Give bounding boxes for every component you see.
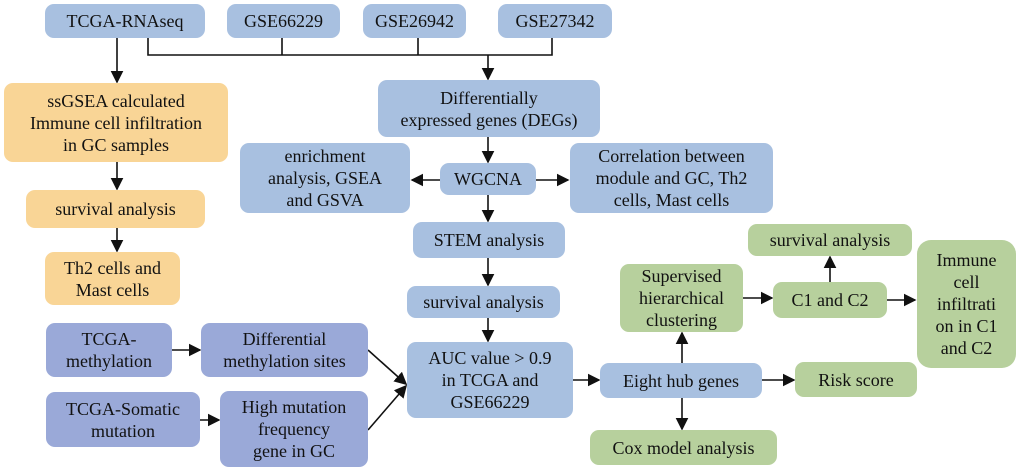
- node-th2-mast: Th2 cells and Mast cells: [45, 252, 180, 305]
- node-tcga-methylation: TCGA- methylation: [46, 323, 172, 377]
- arrow-mutation-to-auc: [367, 384, 408, 431]
- node-gse66229: GSE66229: [227, 4, 340, 38]
- node-diff-methylation: Differential methylation sites: [201, 323, 368, 377]
- node-tcga-somatic: TCGA-Somatic mutation: [46, 392, 200, 447]
- node-survival-mid: survival analysis: [407, 286, 560, 318]
- dataset-bracket: [147, 38, 553, 56]
- node-risk-score: Risk score: [795, 362, 917, 397]
- node-auc: AUC value > 0.9 in TCGA and GSE66229: [407, 342, 573, 418]
- node-correlation: Correlation between module and GC, Th2 c…: [570, 143, 773, 213]
- arrow-diffmeth-to-auc: [367, 349, 408, 386]
- node-wgcna: WGCNA: [440, 163, 536, 195]
- node-supervised-clustering: Supervised hierarchical clustering: [620, 264, 743, 332]
- node-survival-left: survival analysis: [26, 190, 205, 228]
- node-degs: Differentially expressed genes (DEGs): [378, 80, 600, 137]
- node-c1c2: C1 and C2: [773, 282, 887, 318]
- node-enrichment: enrichment analysis, GSEA and GSVA: [240, 143, 410, 213]
- node-gse27342: GSE27342: [498, 4, 612, 38]
- node-high-mutation: High mutation frequency gene in GC: [220, 391, 368, 467]
- node-immune-c1c2: Immune cell infiltrati on in C1 and C2: [917, 240, 1016, 368]
- node-tcga-rnaseq: TCGA-RNAseq: [45, 4, 205, 38]
- node-survival-right: survival analysis: [748, 224, 912, 256]
- node-cox: Cox model analysis: [590, 430, 777, 465]
- node-ssgsea: ssGSEA calculated Immune cell infiltrati…: [4, 83, 228, 162]
- node-stem: STEM analysis: [413, 222, 565, 258]
- node-gse26942: GSE26942: [363, 4, 466, 38]
- node-hub-genes: Eight hub genes: [600, 363, 762, 398]
